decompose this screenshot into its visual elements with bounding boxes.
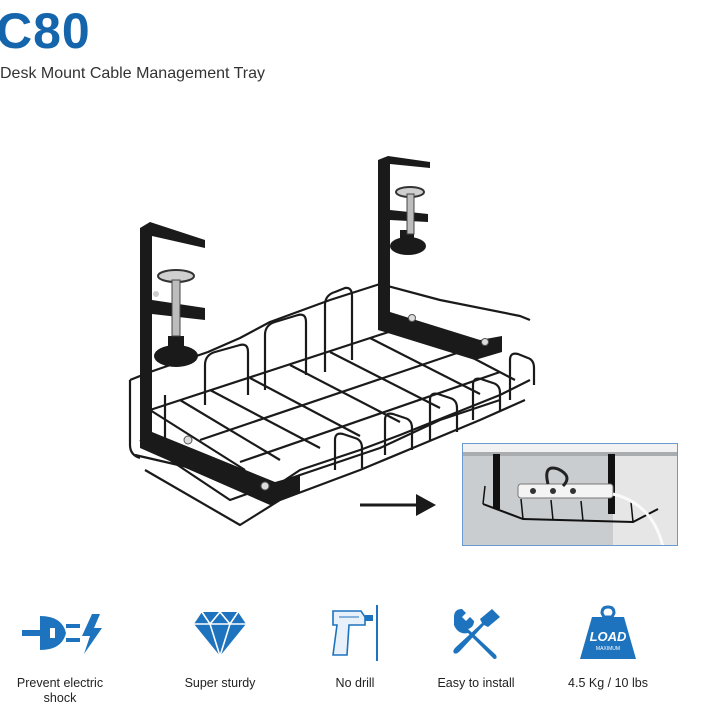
feature-label: Easy to install: [437, 676, 515, 690]
diamond-icon: [194, 610, 246, 658]
feature-row: Prevent electric shock Super sturdy No d…: [0, 600, 720, 720]
installed-photo: [462, 443, 678, 546]
feature-prevent-shock: Prevent electric shock: [0, 600, 120, 706]
load-badge-text: LOAD: [590, 629, 627, 644]
load-badge-subtext: MAXIMUM: [596, 646, 620, 652]
feature-no-drill: No drill: [295, 600, 415, 691]
no-drill-icon: [332, 605, 378, 661]
product-title: C80: [0, 3, 91, 59]
feature-label: Prevent electric shock: [16, 676, 104, 705]
load-weight-icon: LOAD MAXIMUM: [580, 605, 636, 659]
arrow-right-icon: [360, 494, 436, 516]
feature-label: Super sturdy: [184, 676, 256, 690]
feature-label: No drill: [335, 676, 375, 690]
feature-easy-install: Easy to install: [416, 600, 536, 691]
cable-tray-illustration: [128, 156, 536, 527]
feature-load: LOAD MAXIMUM 4.5 Kg / 10 lbs: [548, 600, 668, 691]
tools-icon: [453, 609, 500, 659]
plug-shock-icon: [22, 614, 102, 654]
feature-label: 4.5 Kg / 10 lbs: [568, 676, 648, 690]
product-subtitle: Desk Mount Cable Management Tray: [0, 65, 266, 82]
feature-super-sturdy: Super sturdy: [160, 600, 280, 691]
